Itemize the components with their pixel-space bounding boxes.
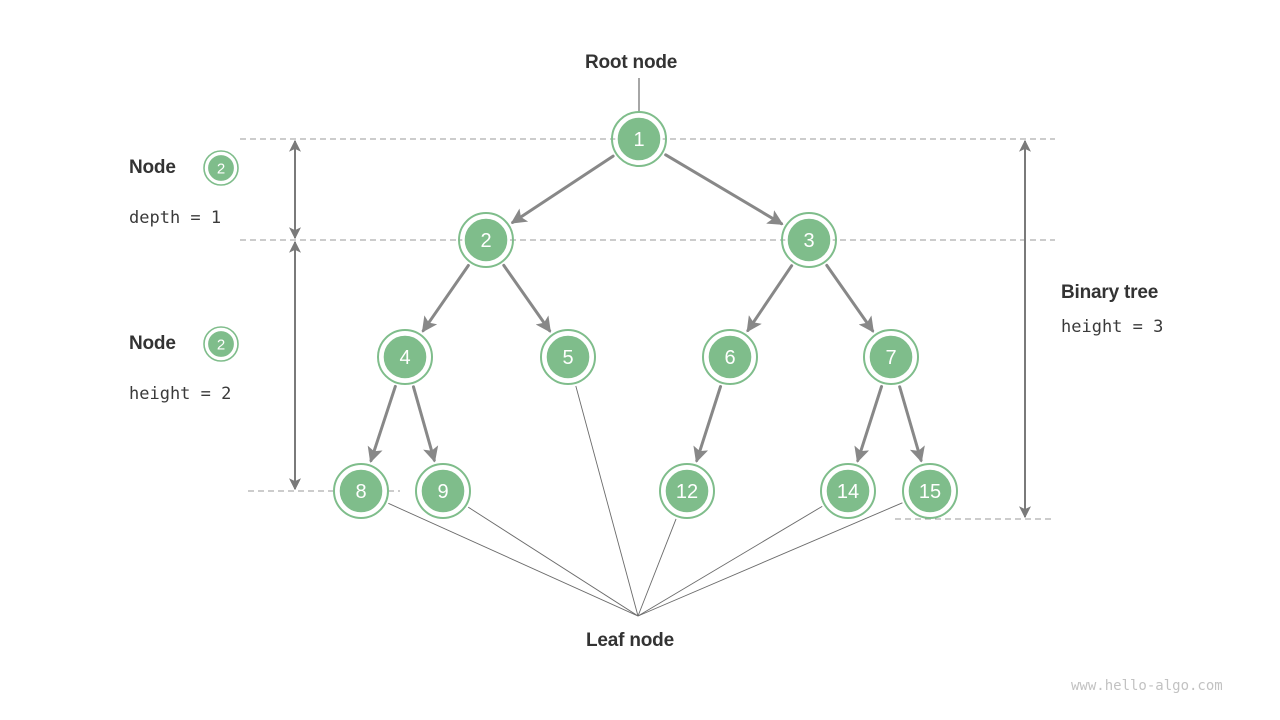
edge-n3-n6 [746, 264, 794, 333]
node-outer-ring [458, 212, 514, 268]
edge-n1-n2 [510, 154, 615, 224]
node-label: 8 [355, 481, 366, 503]
node-label: 9 [437, 481, 448, 503]
leaf-leader-line-n15 [637, 502, 903, 617]
node-outer-ring [702, 329, 758, 385]
node-outer-ring [377, 329, 433, 385]
edge-n2-n4 [421, 263, 470, 333]
tree-node-7[interactable]: 7 [863, 329, 919, 385]
badge-circle [206, 153, 236, 183]
leaf-leader-line-n8 [388, 502, 639, 617]
dimension-arrows [289, 139, 1031, 519]
node-circle [663, 467, 711, 515]
node-outer-ring [659, 463, 715, 519]
node-label: 14 [837, 481, 859, 503]
leaf-leader-line-n5 [575, 385, 639, 617]
node-circle [867, 333, 915, 381]
guide-dashed-lines [240, 138, 1055, 520]
badge-outer-ring [203, 150, 239, 186]
edge-n3-n7 [825, 263, 875, 333]
node-outer-ring [333, 463, 389, 519]
node-circle [824, 467, 872, 515]
badge-outer-ring [203, 326, 239, 362]
tree-node-4[interactable]: 4 [377, 329, 433, 385]
node-circle [785, 216, 833, 264]
leaf-leader-line-n12 [637, 518, 677, 617]
node-outer-ring [611, 111, 667, 167]
edge-n6-n12 [693, 385, 723, 463]
node-outer-ring [415, 463, 471, 519]
binary-tree-annotation-detail: height = 3 [1061, 317, 1164, 337]
node-circle [544, 333, 592, 381]
tree-node-12[interactable]: 12 [659, 463, 715, 519]
node-circle [462, 216, 510, 264]
node-outer-ring [820, 463, 876, 519]
edge-n1-n3 [664, 153, 784, 226]
tree-node-8[interactable]: 8 [333, 463, 389, 519]
leaf-node-label: Leaf node [586, 630, 674, 651]
node-label: 4 [399, 347, 410, 369]
edge-n4-n8 [367, 384, 397, 463]
node-label: 7 [885, 347, 896, 369]
annotation-badge-node-height: 2 [203, 326, 239, 362]
badge-label: 2 [217, 161, 225, 178]
watermark: www.hello-algo.com [1071, 678, 1223, 694]
node-circle [419, 467, 467, 515]
node-circle [337, 467, 385, 515]
node-height-annotation-detail: height = 2 [129, 384, 232, 404]
leaf-leader-lines [388, 385, 903, 617]
tree-node-14[interactable]: 14 [820, 463, 876, 519]
tree-edges [367, 153, 925, 463]
node-outer-ring [863, 329, 919, 385]
node-outer-ring [540, 329, 596, 385]
node-circle [706, 333, 754, 381]
leaf-leader-line-n14 [637, 505, 823, 617]
annotation-badges: 22 [203, 150, 239, 362]
node-label: 3 [803, 230, 814, 252]
tree-node-9[interactable]: 9 [415, 463, 471, 519]
node-label: 2 [480, 230, 491, 252]
node-label: 15 [919, 481, 941, 503]
edge-n2-n5 [502, 263, 552, 333]
node-outer-ring [902, 463, 958, 519]
edge-n7-n15 [898, 385, 925, 463]
node-outer-ring [781, 212, 837, 268]
tree-node-6[interactable]: 6 [702, 329, 758, 385]
node-depth-annotation-title: Node [129, 157, 176, 178]
node-label: 5 [562, 347, 573, 369]
node-height-annotation-title: Node [129, 333, 176, 354]
tree-node-5[interactable]: 5 [540, 329, 596, 385]
node-depth-annotation-detail: depth = 1 [129, 208, 222, 228]
node-label: 6 [724, 347, 735, 369]
edge-n4-n9 [411, 385, 439, 463]
node-label: 12 [676, 481, 698, 503]
tree-node-3[interactable]: 3 [781, 212, 837, 268]
node-circle [906, 467, 954, 515]
annotation-badge-node-depth: 2 [203, 150, 239, 186]
node-circle [381, 333, 429, 381]
badge-circle [206, 329, 236, 359]
badge-label: 2 [217, 337, 225, 354]
leaf-leader-line-n9 [468, 506, 639, 617]
edge-n7-n14 [854, 385, 884, 463]
binary-tree-annotation-title: Binary tree [1061, 282, 1159, 303]
tree-node-2[interactable]: 2 [458, 212, 514, 268]
tree-node-15[interactable]: 15 [902, 463, 958, 519]
root-node-label: Root node [585, 52, 678, 73]
tree-node-1[interactable]: 1 [611, 111, 667, 167]
node-label: 1 [633, 129, 644, 151]
node-circle [615, 115, 663, 163]
